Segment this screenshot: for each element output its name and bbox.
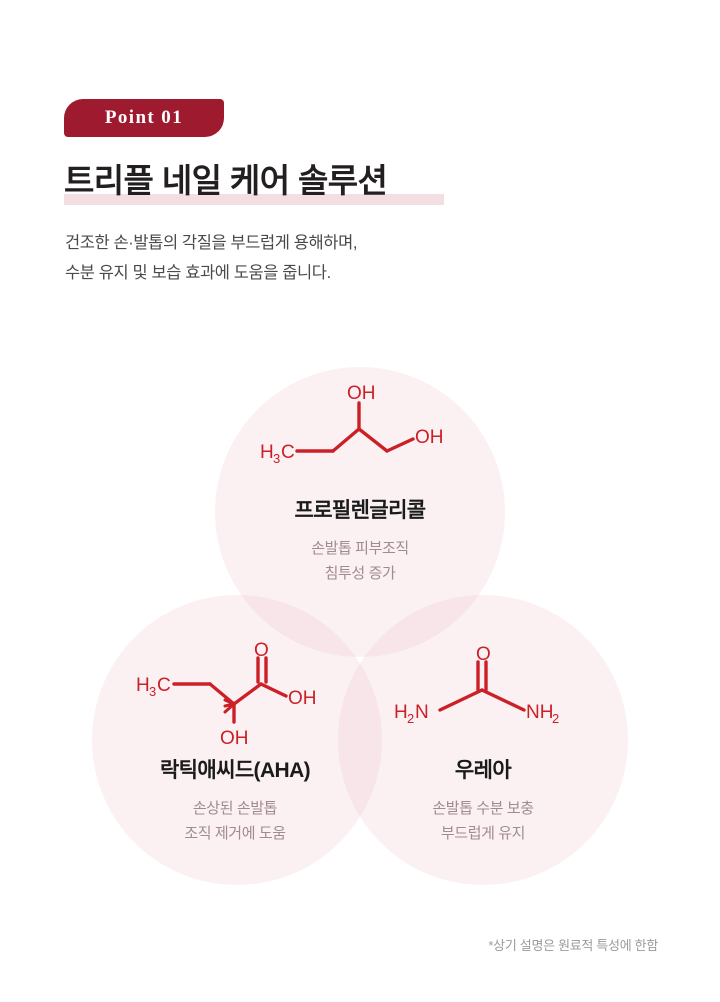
venn-item-propylene-glycol: H 3 C OH OH 프로필렌글리콜 손발톱 피부조직 침투성 증가 <box>210 380 510 586</box>
svg-text:H: H <box>260 442 274 463</box>
svg-text:2: 2 <box>407 711 414 726</box>
svg-text:O: O <box>476 644 491 665</box>
molecule-lactic-acid-icon: H 3 C O OH OH <box>85 640 385 750</box>
svg-text:2: 2 <box>552 711 559 726</box>
ingredient-title-propylene-glycol: 프로필렌글리콜 <box>294 499 426 522</box>
svg-text:OH: OH <box>220 728 249 749</box>
point-badge: Point 01 <box>64 99 224 137</box>
svg-text:C: C <box>281 442 295 463</box>
svg-text:3: 3 <box>273 451 280 466</box>
svg-text:H: H <box>136 675 150 696</box>
subcopy: 건조한 손·발톱의 각질을 부드럽게 용해하며, 수분 유지 및 보습 효과에 … <box>65 228 357 288</box>
ingredient-title-urea: 우레아 <box>454 759 512 782</box>
svg-text:OH: OH <box>415 427 444 448</box>
molecule-urea-icon: H 2 N O NH 2 <box>333 640 633 750</box>
subcopy-line-2: 수분 유지 및 보습 효과에 도움을 줍니다. <box>65 264 331 282</box>
molecule-propylene-glycol-icon: H 3 C OH OH <box>210 380 510 490</box>
point-badge-label: Point 01 <box>104 107 184 128</box>
venn-item-urea: H 2 N O NH 2 우레아 손발톱 수분 보충 부드럽게 유지 <box>333 640 633 846</box>
svg-text:O: O <box>254 640 269 661</box>
svg-text:OH: OH <box>347 383 376 404</box>
ingredient-desc-lactic-acid: 손상된 손발톱 조직 제거에 도움 <box>85 796 385 846</box>
ingredient-desc-urea: 손발톱 수분 보충 부드럽게 유지 <box>333 796 633 846</box>
svg-text:C: C <box>157 675 171 696</box>
venn-diagram: H 3 C OH OH 프로필렌글리콜 손발톱 피부조직 침투성 증가 <box>0 350 720 895</box>
subcopy-line-1: 건조한 손·발톱의 각질을 부드럽게 용해하며, <box>65 234 358 252</box>
venn-item-lactic-acid: H 3 C O OH OH 락틱애씨드(AHA) 손상된 손발톱 조직 제거에 … <box>85 640 385 846</box>
ingredient-desc-line-2: 조직 제거에 도움 <box>184 825 286 842</box>
ingredient-desc-line-2: 침투성 증가 <box>324 565 396 582</box>
headline-highlight-bar <box>64 194 444 205</box>
venn-circle-lactic-acid <box>92 595 382 885</box>
svg-text:H: H <box>394 702 408 723</box>
venn-circle-urea <box>338 595 628 885</box>
svg-text:NH: NH <box>526 702 553 723</box>
headline-container: 트리플 네일 케어 솔루션 <box>64 158 444 205</box>
svg-text:OH: OH <box>288 688 317 709</box>
ingredient-title-lactic-acid: 락틱애씨드(AHA) <box>159 759 311 782</box>
ingredient-desc-line-1: 손발톱 피부조직 <box>311 540 409 557</box>
page-title: 트리플 네일 케어 솔루션 <box>64 162 388 199</box>
svg-text:3: 3 <box>149 684 156 699</box>
svg-text:N: N <box>415 702 429 723</box>
ingredient-desc-line-2: 부드럽게 유지 <box>440 825 526 842</box>
footnote: *상기 설명은 원료적 특성에 한함 <box>488 938 658 953</box>
ingredient-desc-line-1: 손상된 손발톱 <box>192 800 278 817</box>
ingredient-desc-line-1: 손발톱 수분 보충 <box>432 800 534 817</box>
ingredient-desc-propylene-glycol: 손발톱 피부조직 침투성 증가 <box>210 536 510 586</box>
